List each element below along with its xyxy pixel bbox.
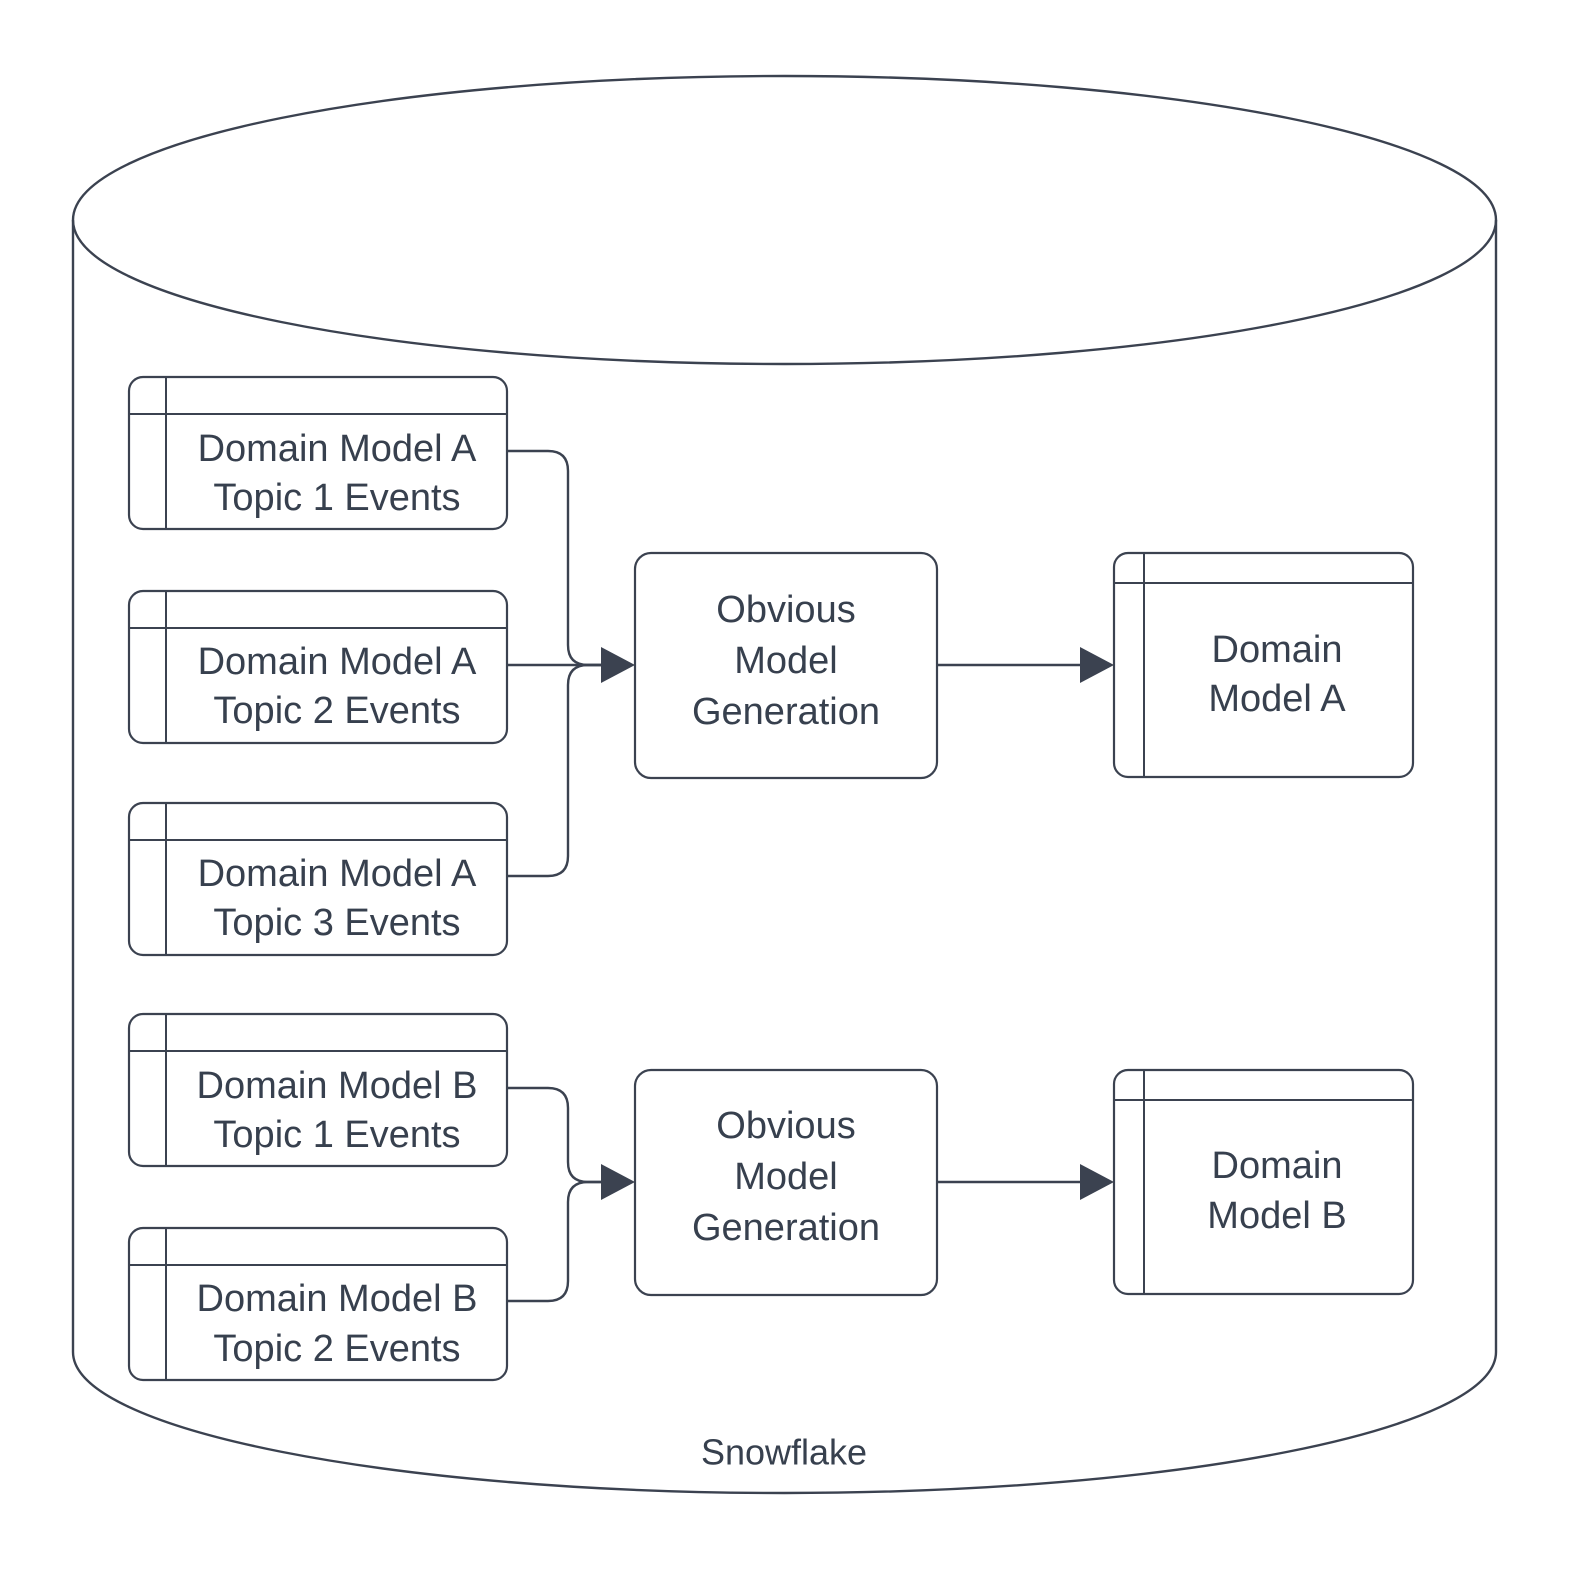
- output-node-line1: Domain: [1212, 1145, 1343, 1187]
- connector-b-topic-2: [507, 1180, 605, 1303]
- cylinder-top-rim: [71, 219, 1498, 366]
- output-node-line1: Domain: [1212, 629, 1343, 671]
- connector-process-b-to-output-b: [937, 1164, 1114, 1200]
- process-node-a[interactable]: Obvious Model Generation: [633, 551, 939, 780]
- process-node-line2: Model: [734, 1156, 838, 1198]
- source-node-b-topic-1[interactable]: Domain Model B Topic 1 Events: [127, 1012, 509, 1168]
- arrow-head-icon: [601, 647, 635, 683]
- source-node-line1: Domain Model B: [197, 1065, 478, 1107]
- process-node-line3: Generation: [692, 1207, 880, 1249]
- arrow-head-icon: [601, 1164, 635, 1200]
- output-node-a[interactable]: Domain Model A: [1112, 551, 1415, 779]
- cylinder-label: Snowflake: [701, 1432, 867, 1473]
- source-node-line2: Topic 1 Events: [213, 1114, 460, 1156]
- connector-group-a: [507, 449, 635, 878]
- source-node-line1: Domain Model A: [198, 641, 477, 683]
- process-node-line2: Model: [734, 640, 838, 682]
- source-node-a-topic-1[interactable]: Domain Model A Topic 1 Events: [127, 375, 509, 531]
- source-node-line2: Topic 2 Events: [213, 1328, 460, 1370]
- connector-group-b: [507, 1086, 635, 1303]
- source-node-line1: Domain Model A: [198, 853, 477, 895]
- source-node-line2: Topic 3 Events: [213, 902, 460, 944]
- connector-a-topic-3: [507, 663, 605, 878]
- table-icon: [1112, 1068, 1415, 1296]
- process-node-line1: Obvious: [716, 1105, 855, 1147]
- connector-b-topic-1: [507, 1086, 605, 1184]
- source-node-a-topic-3[interactable]: Domain Model A Topic 3 Events: [127, 801, 509, 957]
- table-icon: [1112, 551, 1415, 779]
- source-node-line1: Domain Model A: [198, 428, 477, 470]
- source-node-line2: Topic 1 Events: [213, 477, 460, 519]
- connector-process-a-to-output-a: [937, 647, 1114, 683]
- source-node-a-topic-2[interactable]: Domain Model A Topic 2 Events: [127, 589, 509, 745]
- process-node-b[interactable]: Obvious Model Generation: [633, 1068, 939, 1297]
- output-node-b[interactable]: Domain Model B: [1112, 1068, 1415, 1296]
- source-node-line2: Topic 2 Events: [213, 690, 460, 732]
- process-node-line3: Generation: [692, 691, 880, 733]
- source-node-line1: Domain Model B: [197, 1278, 478, 1320]
- process-node-line1: Obvious: [716, 589, 855, 631]
- source-node-b-topic-2[interactable]: Domain Model B Topic 2 Events: [127, 1226, 509, 1382]
- output-node-line2: Model A: [1208, 678, 1346, 720]
- arrow-head-icon: [1080, 647, 1114, 683]
- arrow-head-icon: [1080, 1164, 1114, 1200]
- output-node-line2: Model B: [1207, 1195, 1346, 1237]
